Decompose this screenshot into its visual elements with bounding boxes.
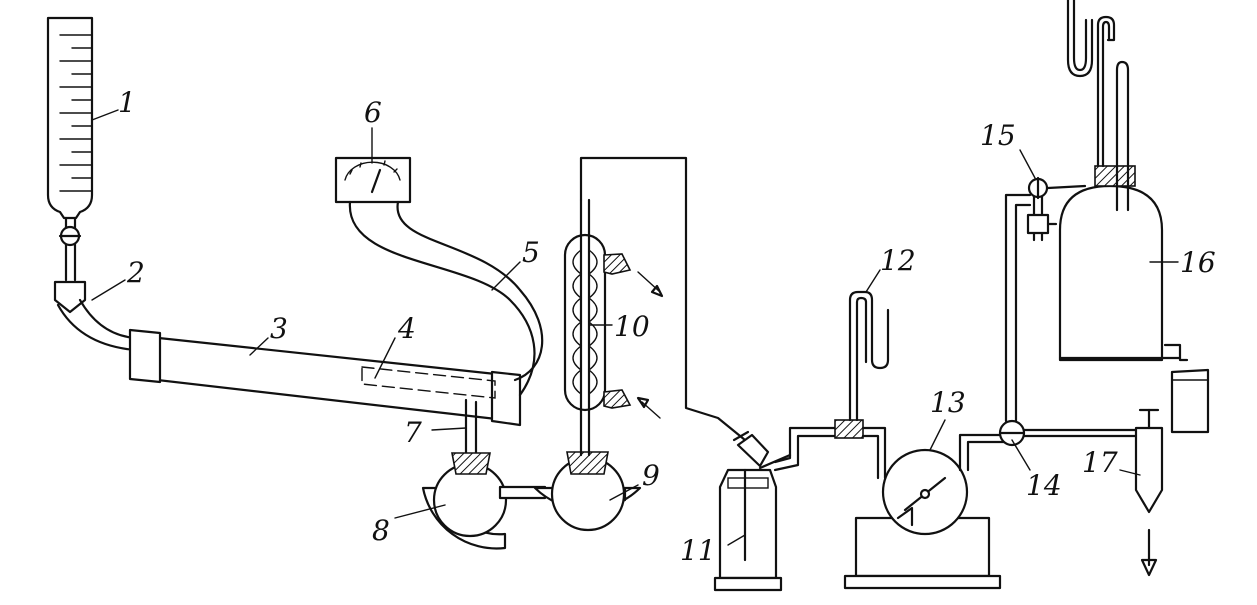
gasometer — [1058, 0, 1210, 434]
gas-meter — [843, 433, 1007, 590]
burette — [46, 16, 94, 282]
label-12: 12 — [880, 244, 916, 277]
label-9: 9 — [642, 459, 660, 492]
leader-lines — [91, 109, 1179, 546]
flask9-stopper — [566, 451, 609, 475]
condenser-outlet-hose — [603, 253, 632, 275]
label-1: 1 — [118, 86, 136, 119]
label-3: 3 — [270, 312, 288, 345]
water-in-arrow-icon — [636, 396, 650, 409]
galvanometer-needle-icon — [370, 168, 382, 194]
furnace-left-cap — [128, 328, 162, 384]
label-2: 2 — [126, 256, 145, 289]
meter-needle-icon — [896, 506, 914, 527]
gas-line-upper — [579, 156, 750, 442]
galvanometer — [334, 156, 412, 204]
rubber-tube — [53, 280, 137, 352]
label-7: 7 — [404, 416, 422, 449]
gasometer-stopper — [1094, 165, 1136, 187]
gas-line-middle — [773, 419, 887, 480]
label-16: 16 — [1180, 246, 1216, 279]
sampling-vessel — [1134, 408, 1164, 577]
furnace-right-cap — [490, 370, 522, 427]
manometer — [848, 290, 890, 422]
part-labels: 1 2 3 4 5 6 7 8 9 10 11 12 13 14 15 16 1… — [118, 86, 1216, 567]
flask8-stopper — [451, 452, 491, 475]
reflux-condenser — [563, 198, 664, 457]
thermocouple-leads — [348, 200, 544, 397]
burette-scale — [59, 34, 93, 192]
label-11: 11 — [680, 534, 716, 567]
label-8: 8 — [372, 514, 390, 547]
label-17: 17 — [1082, 446, 1118, 479]
measuring-cylinder — [1170, 368, 1210, 434]
label-13: 13 — [930, 386, 966, 419]
label-5: 5 — [522, 236, 540, 269]
connector-clamp — [834, 419, 864, 439]
water-out-arrow-icon — [650, 284, 664, 298]
three-way-stopcock — [998, 419, 1142, 447]
label-4: 4 — [397, 312, 416, 345]
drain-arrow-icon — [1140, 558, 1158, 577]
label-10: 10 — [614, 310, 650, 343]
catalyst-bed — [361, 366, 496, 399]
label-15: 15 — [980, 119, 1016, 152]
receiver-flask — [421, 452, 547, 550]
stopcock — [1026, 176, 1087, 242]
wash-bottle — [713, 433, 792, 592]
condenser-inlet-hose — [603, 389, 632, 409]
gas-line-to-gasometer — [1004, 193, 1032, 423]
label-14: 14 — [1026, 469, 1062, 502]
second-flask — [533, 451, 642, 532]
label-6: 6 — [364, 96, 382, 129]
